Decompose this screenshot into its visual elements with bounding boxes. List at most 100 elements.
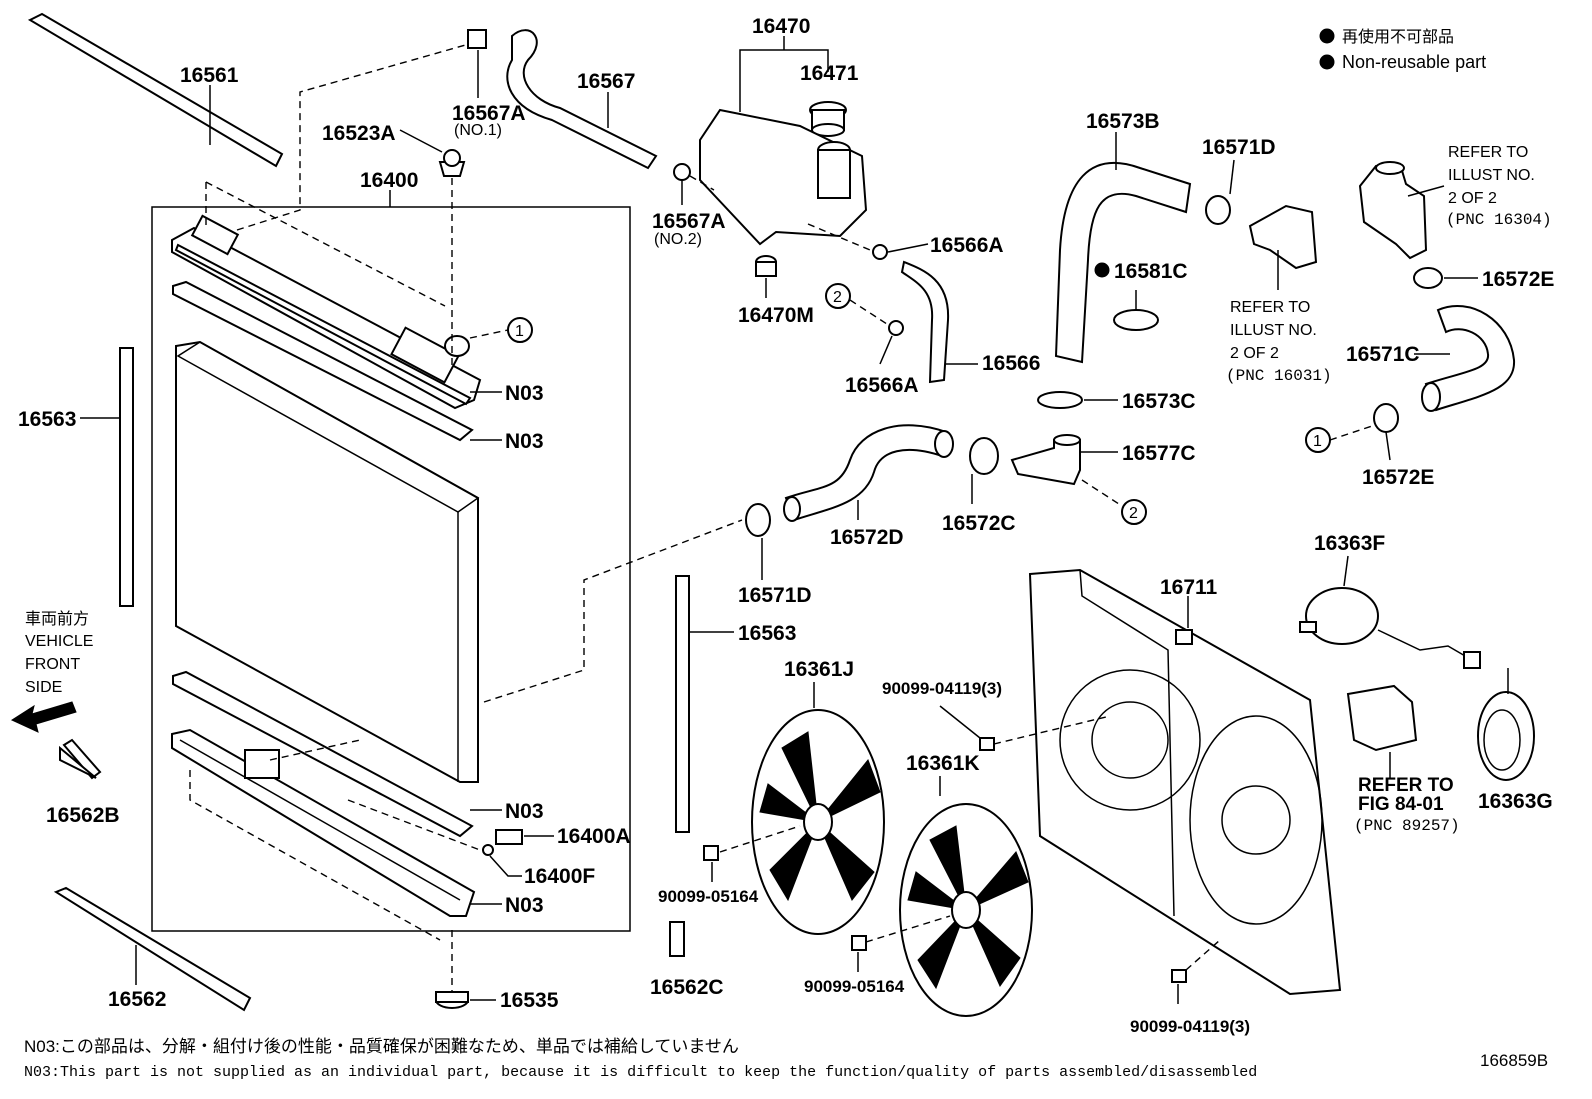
figure-id: 166859B xyxy=(1480,1051,1548,1070)
lower-tank-rim xyxy=(179,739,461,901)
clip-16566A-lower xyxy=(888,320,904,336)
label-16523A: 16523A xyxy=(322,122,396,145)
svg-text:(PNC 89257): (PNC 89257) xyxy=(1354,817,1460,835)
clamp-16572E-upper xyxy=(1413,267,1443,289)
clip-16567A-no2 xyxy=(673,163,691,181)
label-16572E-lower: 16572E xyxy=(1362,466,1434,489)
label-16562C: 16562C xyxy=(650,976,724,999)
ref-circle-1 xyxy=(507,317,533,343)
svg-text:(PNC 16304): (PNC 16304) xyxy=(1446,211,1552,229)
label-16363G: 16363G xyxy=(1478,790,1553,813)
hose-16566 xyxy=(900,260,950,384)
label-16361K: 16361K xyxy=(906,752,980,775)
label-n03-lower-tank: N03 xyxy=(505,894,544,917)
label-16562B: 16562B xyxy=(46,804,120,827)
nut-90099-05164-upper xyxy=(703,845,719,861)
label-16711: 16711 xyxy=(1160,576,1218,599)
label-16572C: 16572C xyxy=(942,512,1016,535)
clip-16566A-upper xyxy=(872,244,888,260)
legend-en: Non-reusable part xyxy=(1342,52,1486,72)
lower-hose-16572D xyxy=(784,424,948,522)
label-n03-upper-gasket: N03 xyxy=(505,430,544,453)
cooling-fan-16361K xyxy=(899,803,1033,1017)
vehicle-front-indicator: 車両前方 VEHICLE FRONT SIDE xyxy=(10,610,93,733)
label-16581C: 16581C xyxy=(1114,260,1188,283)
radiator-core xyxy=(175,340,479,783)
label-16567A-no1-note: (NO.1) xyxy=(454,122,502,139)
label-16567A-no2-note: (NO.2) xyxy=(654,231,702,248)
label-n03-lower-gasket: N03 xyxy=(505,800,544,823)
label-16470M: 16470M xyxy=(738,304,814,327)
drain-plug-16400A xyxy=(495,829,523,845)
ref-pnc-89257: REFER TO FIG 84-01 (PNC 89257) xyxy=(1354,775,1460,835)
clamp-16572C xyxy=(969,437,999,475)
non-reusable-bullet-icon xyxy=(1094,262,1110,278)
lower-seal-16562 xyxy=(53,886,252,1012)
label-16361J: 16361J xyxy=(784,658,854,681)
reservoir-hose-16567 xyxy=(506,29,658,170)
svg-text:2 OF 2: 2 OF 2 xyxy=(1230,345,1279,362)
front-arrow-icon xyxy=(10,701,77,733)
water-outlet-16031 xyxy=(1248,204,1318,270)
upper-seal-strip-16561 xyxy=(27,12,284,168)
clamp-16581C xyxy=(1113,309,1159,331)
svg-text:FIG 84-01: FIG 84-01 xyxy=(1358,794,1444,815)
note-n03-en: N03:This part is not supplied as an indi… xyxy=(24,1064,1257,1081)
water-inlet-16304 xyxy=(1358,162,1428,260)
cushion-16562C xyxy=(669,921,685,957)
label-16572D: 16572D xyxy=(830,526,904,549)
nut-90099-05164-lower xyxy=(851,935,867,951)
side-seal-16563-right xyxy=(675,575,690,833)
legend-jp: 再使用不可部品 xyxy=(1342,28,1454,46)
svg-text:REFER TO: REFER TO xyxy=(1358,775,1454,796)
label-16400: 16400 xyxy=(360,169,418,192)
lower-tank-boss xyxy=(244,749,280,779)
svg-text:1: 1 xyxy=(1313,433,1322,450)
label-90099-05164-upper: 90099-05164 xyxy=(658,887,759,906)
label-16567A-no2: 16567A xyxy=(652,210,726,233)
label-16572E-upper: 16572E xyxy=(1482,268,1554,291)
clip-16567A-no1 xyxy=(467,29,487,49)
label-16577C: 16577C xyxy=(1122,442,1196,465)
svg-text:2 OF 2: 2 OF 2 xyxy=(1448,190,1497,207)
svg-text:FRONT: FRONT xyxy=(25,656,80,673)
radiator-assembly-box xyxy=(151,206,631,932)
svg-text:車両前方: 車両前方 xyxy=(25,610,89,628)
ref-circle-2b xyxy=(1121,499,1147,525)
label-16561: 16561 xyxy=(180,64,239,87)
upper-tank-outlet xyxy=(390,326,460,384)
note-n03-jp: N03:この部品は、分解・組付け後の性能・品質確保が困難なため、単品では補給して… xyxy=(24,1037,739,1056)
label-16363F: 16363F xyxy=(1314,532,1385,555)
label-90099-04119-lower: 90099-04119(3) xyxy=(1130,1017,1250,1036)
non-reusable-bullet-icon xyxy=(1319,54,1335,70)
svg-text:REFER TO: REFER TO xyxy=(1448,144,1528,161)
upper-tank-port xyxy=(444,335,470,357)
upper-tank-edge xyxy=(174,243,472,406)
fan-resistor xyxy=(1346,684,1418,752)
svg-text:REFER TO: REFER TO xyxy=(1230,299,1310,316)
svg-text:2: 2 xyxy=(1129,505,1138,522)
label-16562: 16562 xyxy=(108,988,166,1011)
label-16566A-lower: 16566A xyxy=(845,374,919,397)
svg-text:1: 1 xyxy=(515,323,524,340)
label-16566A-upper: 16566A xyxy=(930,234,1004,257)
cooling-fan-16361J xyxy=(751,709,885,935)
label-16400A: 16400A xyxy=(557,825,631,848)
label-16573C: 16573C xyxy=(1122,390,1196,413)
label-n03-upper-tank: N03 xyxy=(505,382,544,405)
ref-pnc-16031: REFER TO ILLUST NO. 2 OF 2 (PNC 16031) xyxy=(1226,299,1332,385)
fan-shroud-16711 xyxy=(1028,568,1342,996)
pipe-16577C xyxy=(1010,439,1081,486)
label-16563-left: 16563 xyxy=(18,408,76,431)
label-16573B: 16573B xyxy=(1086,110,1160,133)
svg-text:(PNC 16031): (PNC 16031) xyxy=(1226,367,1332,385)
label-16567: 16567 xyxy=(577,70,635,93)
upper-tank-inlet xyxy=(190,214,240,256)
clamp-16572E-lower xyxy=(1373,403,1399,433)
label-16566: 16566 xyxy=(982,352,1040,375)
bolt-90099-04119-upper xyxy=(979,737,995,751)
label-16470: 16470 xyxy=(752,15,810,38)
label-16571D-upper: 16571D xyxy=(1202,136,1276,159)
svg-text:ILLUST NO.: ILLUST NO. xyxy=(1448,167,1535,184)
